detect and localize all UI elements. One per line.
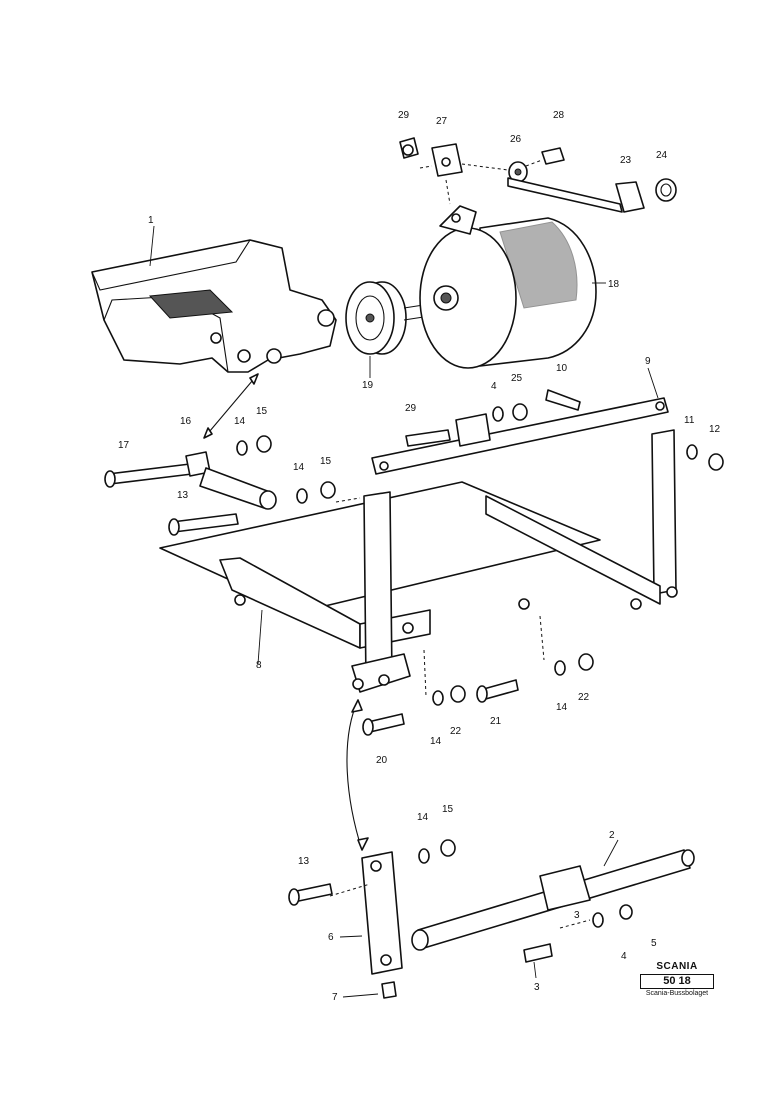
callout-15a: 15 [256,406,268,417]
callout-16: 16 [180,416,192,427]
callout-14e: 14 [417,812,429,823]
callout-9: 9 [645,356,651,367]
callout-14a: 14 [234,416,246,427]
callout-29a: 29 [398,110,410,121]
callout-18: 18 [608,279,620,290]
callout-1: 1 [148,215,154,226]
callout-22a: 22 [578,692,590,703]
callout-7: 7 [332,992,338,1003]
callout-10: 10 [556,363,568,374]
callout-4b: 4 [621,951,627,962]
alternator [419,205,597,369]
pulley [345,281,431,355]
callout-28: 28 [553,110,565,121]
callout-27: 27 [436,116,448,127]
drawing-stamp: SCANIA 50 18 Scania-Bussbolaget [639,961,715,997]
drawing-code: 50 18 [640,974,714,989]
tension-arm [371,397,669,475]
callout-25: 25 [511,373,523,384]
maker-label: Scania-Bussbolaget [645,990,709,997]
callout-17: 17 [118,440,130,451]
mounting-frame [159,429,678,693]
callout-3b: 3 [574,910,580,921]
callout-6: 6 [328,932,334,943]
callout-2: 2 [609,830,615,841]
alternator-bracket [91,239,337,373]
callout-19: 19 [362,380,374,391]
callout-20: 20 [376,755,388,766]
callout-26: 26 [510,134,522,145]
callout-14b: 14 [293,462,305,473]
callout-21: 21 [490,716,502,727]
tensioner-hardware [399,137,677,213]
callout-15b: 15 [320,456,332,467]
callout-12: 12 [709,424,721,435]
callout-4: 4 [491,381,497,392]
callout-22b: 22 [450,726,462,737]
callout-29b: 29 [405,403,417,414]
callout-3: 3 [534,982,540,993]
link-and-shaft [361,849,695,999]
callout-24: 24 [656,150,668,161]
brand-logo: SCANIA [656,961,698,972]
callout-14c: 14 [556,702,568,713]
assembly-indicators [203,159,591,929]
callout-13: 13 [177,490,189,501]
callout-labels: 1 2 3 3 4 4 5 6 7 8 9 10 11 12 13 13 14 … [118,110,721,1003]
callout-15c: 15 [442,804,454,815]
callout-23: 23 [620,155,632,166]
fasteners [104,389,724,963]
callout-8: 8 [256,660,262,671]
callout-11: 11 [684,415,695,426]
callout-5: 5 [651,938,657,949]
leader-lines [149,225,659,998]
callout-13b: 13 [298,856,310,867]
callout-14d: 14 [430,736,442,747]
